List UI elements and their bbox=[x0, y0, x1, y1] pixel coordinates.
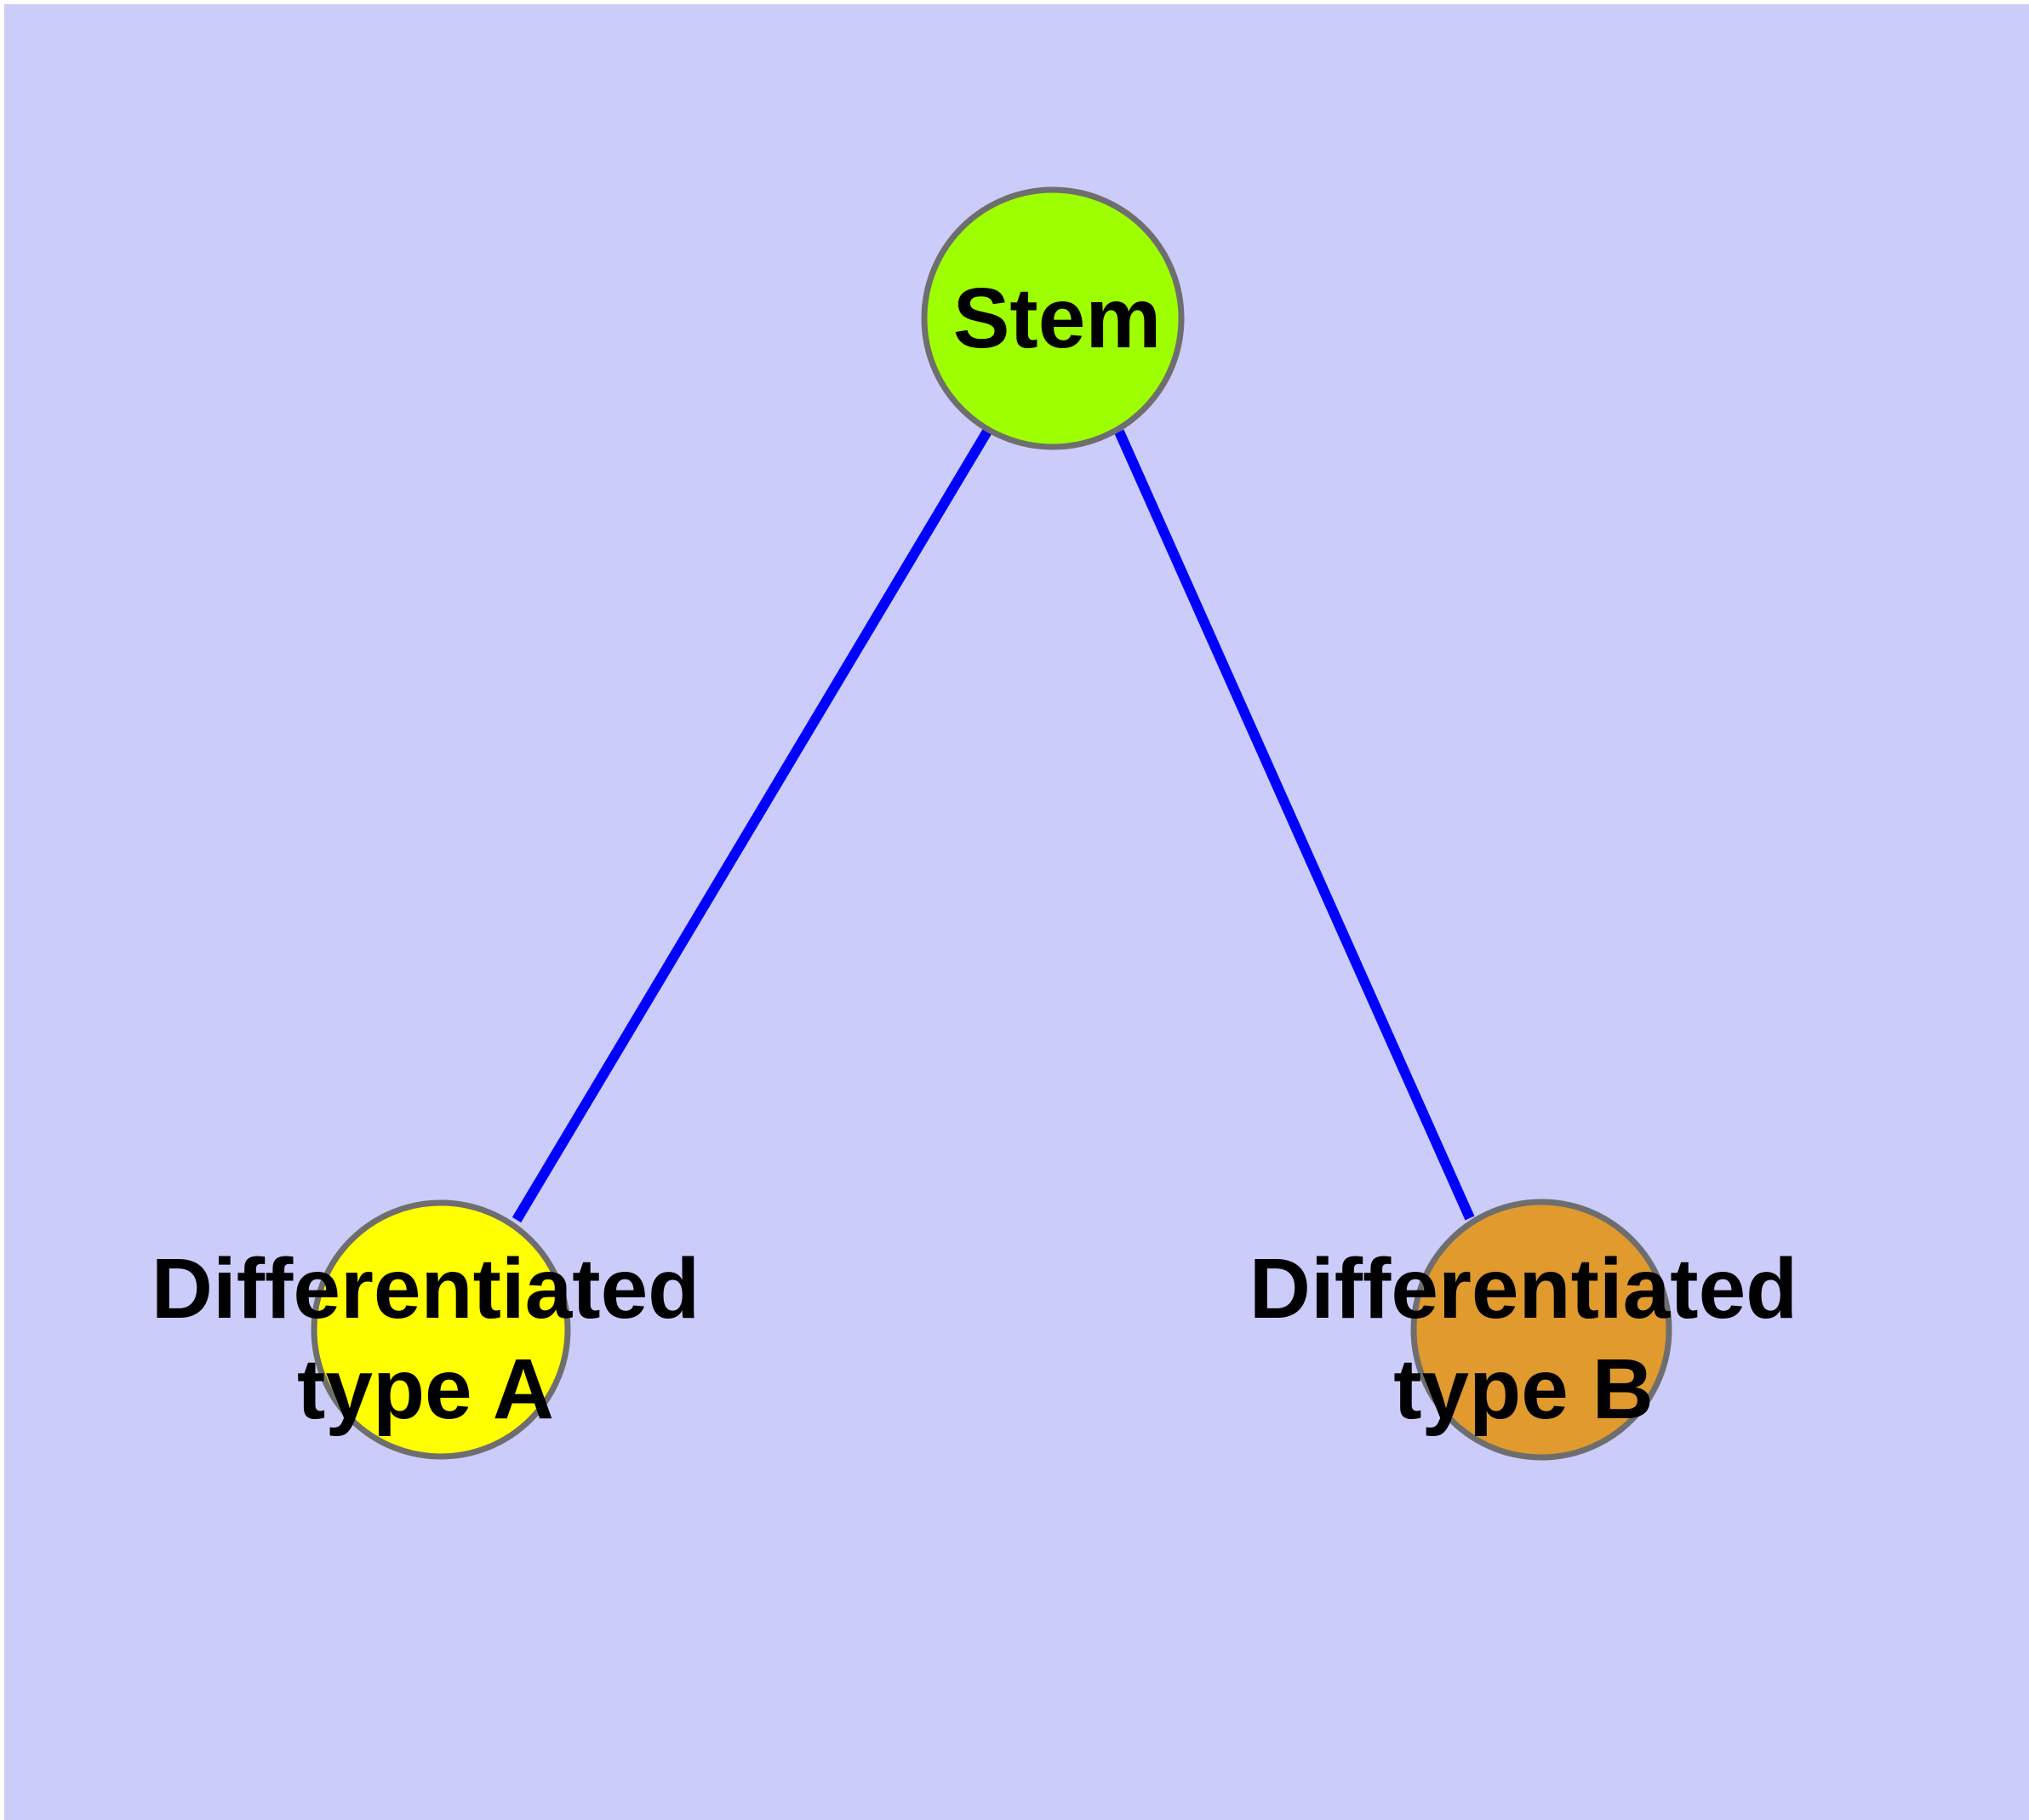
node-circle-stem[interactable] bbox=[921, 186, 1185, 450]
node-label-line: Differentiated bbox=[151, 1241, 700, 1336]
node-circle-differentiated-type-b[interactable] bbox=[1410, 1199, 1672, 1461]
edge-stem-to-differentiated-type-a[interactable] bbox=[512, 426, 993, 1223]
edges-layer bbox=[512, 426, 1475, 1223]
node-label-line: type A bbox=[297, 1342, 554, 1437]
nodes-layer bbox=[311, 186, 1672, 1461]
edge-stem-to-differentiated-type-b[interactable] bbox=[1114, 429, 1475, 1221]
canvas-left-bleed bbox=[0, 0, 4, 1820]
node-label-line: Stem bbox=[953, 271, 1162, 366]
node-label-line: type B bbox=[1393, 1342, 1654, 1437]
node-label-line: Differentiated bbox=[1249, 1241, 1798, 1336]
canvas-top-bleed bbox=[0, 0, 2029, 4]
node-circle-differentiated-type-a[interactable] bbox=[311, 1199, 571, 1460]
node-label-stem: Stem bbox=[953, 271, 1162, 366]
